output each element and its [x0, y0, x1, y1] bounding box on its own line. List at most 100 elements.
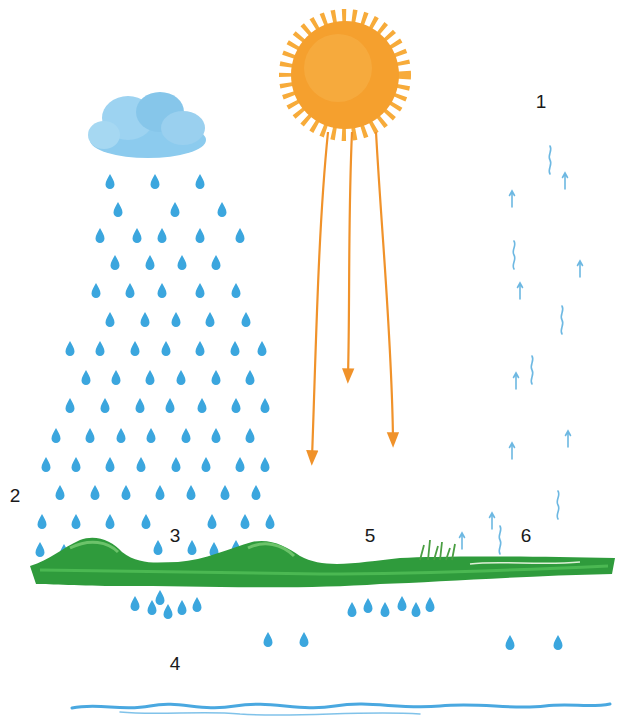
rain-drop: [117, 428, 126, 443]
rain-drop: [114, 202, 123, 217]
rain-drop: [196, 228, 205, 243]
rain-drop: [82, 370, 91, 385]
land-highlight: [70, 542, 118, 552]
vapour-arrow: [510, 191, 515, 207]
rain-drop: [158, 228, 167, 243]
sun-rays: [312, 132, 393, 458]
land-highlight: [40, 566, 608, 574]
rain-drop: [92, 283, 101, 298]
rain-drop: [261, 398, 270, 413]
rain-drop: [172, 457, 181, 472]
rain-drop: [232, 283, 241, 298]
sun-ray: [312, 132, 328, 458]
soil-drop: [412, 602, 421, 617]
rain-drop: [221, 485, 230, 500]
soil-drop: [506, 635, 515, 650]
rain-drop: [236, 228, 245, 243]
soil-drop: [364, 598, 373, 613]
rain-drop: [212, 255, 221, 270]
rain-drop: [212, 428, 221, 443]
rain-drop: [56, 485, 65, 500]
rain-drop: [42, 457, 51, 472]
sun-highlight: [304, 34, 372, 102]
rain-drop: [246, 428, 255, 443]
rain-drop: [38, 514, 47, 529]
rain-drop: [246, 370, 255, 385]
rain-drop: [111, 255, 120, 270]
soil-drop: [264, 632, 273, 647]
rain-drop: [72, 457, 81, 472]
rain-drop: [202, 457, 211, 472]
vapour-arrow: [566, 431, 571, 447]
vapour-wisp: [561, 306, 563, 334]
rain-drop: [151, 174, 160, 189]
rain-drop: [231, 341, 240, 356]
vapour-wisp: [531, 356, 533, 384]
sun-ray: [376, 132, 393, 440]
rain-drop: [177, 370, 186, 385]
vapour-arrow: [578, 261, 583, 277]
rain-drop: [172, 312, 181, 327]
soil-drop: [193, 597, 202, 612]
vapour-arrow: [510, 443, 515, 459]
rain-drop: [106, 174, 115, 189]
rain-drop: [266, 514, 275, 529]
rain-drop: [166, 398, 175, 413]
rain-drop: [141, 312, 150, 327]
water-line: [120, 712, 420, 715]
soil-drop: [300, 632, 309, 647]
rain-drop: [212, 370, 221, 385]
callout-number: 5: [365, 526, 376, 545]
rain-drop: [137, 457, 146, 472]
rain-drop: [154, 540, 163, 555]
rain: [36, 174, 275, 559]
rain-drop: [188, 540, 197, 555]
callout-number: 4: [170, 654, 181, 673]
soil-drop: [398, 596, 407, 611]
rain-drop: [208, 514, 217, 529]
rain-drop: [196, 174, 205, 189]
rain-drop: [122, 485, 131, 500]
callout-number: 2: [10, 486, 21, 505]
rain-drop: [158, 283, 167, 298]
land-highlight: [470, 562, 580, 564]
rain-drop: [242, 312, 251, 327]
rain-drop: [182, 428, 191, 443]
rain-drop: [96, 341, 105, 356]
land: [30, 538, 615, 588]
vapour-wisp: [499, 526, 501, 554]
vapour-arrow: [518, 283, 523, 299]
rain-drop: [178, 255, 187, 270]
rain-drop: [66, 398, 75, 413]
rain-drop: [196, 341, 205, 356]
rain-drop: [232, 398, 241, 413]
rain-drop: [66, 341, 75, 356]
groundwater: [72, 704, 610, 715]
rain-drop: [86, 428, 95, 443]
rain-drop: [106, 457, 115, 472]
sun-ray: [348, 132, 352, 376]
soil-drop: [381, 602, 390, 617]
rain-drop: [146, 370, 155, 385]
rain-drop: [187, 485, 196, 500]
rain-drop: [258, 341, 267, 356]
callout-number: 1: [536, 92, 547, 111]
soil-drop: [348, 602, 357, 617]
rain-drop: [146, 255, 155, 270]
rain-drop: [126, 283, 135, 298]
soil-drop: [131, 596, 140, 611]
rain-drop: [52, 428, 61, 443]
rain-drop: [96, 228, 105, 243]
rain-drop: [106, 312, 115, 327]
cloud-part: [161, 111, 205, 145]
ground: [30, 538, 615, 588]
rain-drop: [131, 341, 140, 356]
rain-drop: [156, 485, 165, 500]
rain-drop: [261, 457, 270, 472]
land-highlight: [248, 544, 294, 556]
infiltration: [131, 590, 563, 650]
vapour-wisp: [549, 146, 551, 174]
soil-drop: [156, 590, 165, 605]
